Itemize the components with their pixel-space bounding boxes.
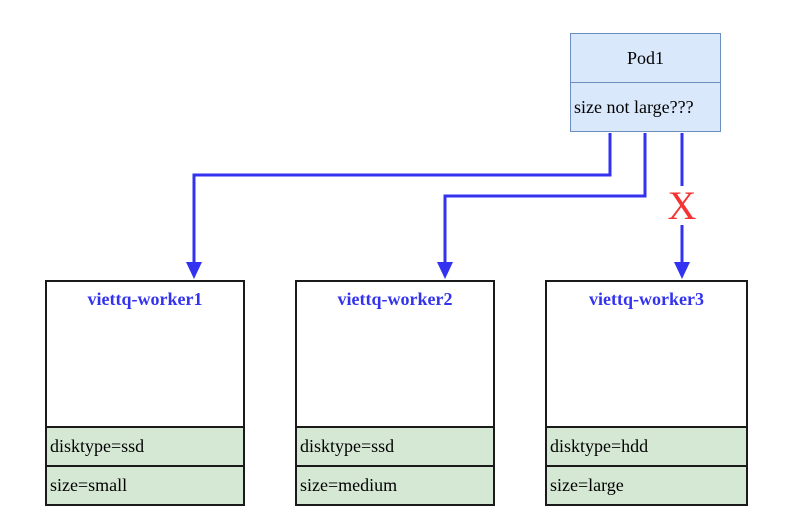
pod-condition-label: size not large??? <box>574 96 694 117</box>
worker1-node: viettq-worker1 disktype=ssd size=small <box>45 280 245 506</box>
worker1-label-size: size=small <box>47 465 243 504</box>
worker3-label-size: size=large <box>547 465 746 504</box>
worker2-node: viettq-worker2 disktype=ssd size=medium <box>295 280 495 506</box>
worker1-label-disktype: disktype=ssd <box>47 426 243 465</box>
worker3-body <box>547 310 746 426</box>
edge-pod-to-worker2 <box>443 133 647 263</box>
rejection-x-mark: X <box>668 183 697 228</box>
arrowhead-worker3 <box>674 262 690 279</box>
worker3-label-disktype: disktype=hdd <box>547 426 746 465</box>
worker1-body <box>47 310 243 426</box>
edge-pod-to-worker1 <box>192 133 612 263</box>
pod-node: Pod1 size not large??? <box>570 33 721 132</box>
worker3-node: viettq-worker3 disktype=hdd size=large <box>545 280 748 506</box>
arrowhead-worker2 <box>437 262 453 279</box>
worker2-label-size: size=medium <box>297 465 493 504</box>
worker3-title: viettq-worker3 <box>589 289 704 309</box>
pod-title: Pod1 <box>571 34 720 83</box>
worker2-label-disktype: disktype=ssd <box>297 426 493 465</box>
worker2-body <box>297 310 493 426</box>
worker2-title: viettq-worker2 <box>337 289 453 309</box>
worker1-title: viettq-worker1 <box>87 289 203 309</box>
arrowhead-worker1 <box>186 262 202 279</box>
